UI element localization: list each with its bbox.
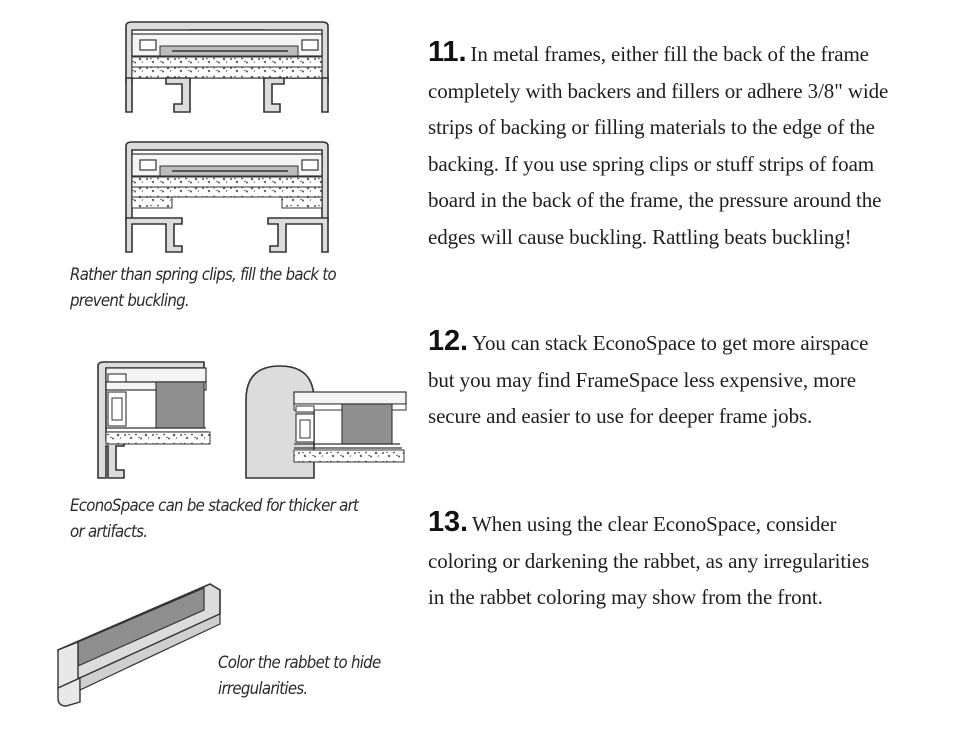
frame-diagram-filled (125, 21, 329, 113)
tip-line: board in the back of the frame, the pres… (428, 188, 882, 212)
tip-line: backing. If you use spring clips or stuf… (428, 151, 875, 176)
tip-line: coloring or darkening the rabbet, as any… (428, 548, 870, 573)
caption-line: irregularities. (218, 679, 308, 699)
tip-line: When using the clear EconoSpace, conside… (472, 512, 837, 536)
tip-line: In metal frames, either fill the back of… (470, 42, 869, 66)
caption-line: EconoSpace can be stacked for thicker ar… (70, 496, 359, 516)
caption-buckling: Rather than spring clips, fill the back … (70, 262, 337, 314)
tip-number: 13. (428, 506, 469, 538)
caption-rabbet: Color the rabbet to hide irregularities. (218, 650, 381, 702)
rabbet-diagram (57, 583, 221, 707)
caption-stacked: EconoSpace can be stacked for thicker ar… (70, 493, 359, 545)
frame-diagram-strips (125, 141, 329, 253)
tip-number: 12. (428, 325, 469, 357)
caption-line: Color the rabbet to hide (218, 653, 381, 673)
tip-11: 11.In metal frames, either fill the back… (428, 34, 888, 255)
tip-line: secure and easier to use for deeper fram… (428, 404, 813, 428)
tip-line: but you may find FrameSpace less expensi… (428, 367, 856, 392)
caption-line: prevent buckling. (70, 291, 190, 311)
tip-line: in the rabbet coloring may show from the… (428, 585, 823, 609)
tip-line: You can stack EconoSpace to get more air… (472, 331, 869, 355)
tip-13: 13.When using the clear EconoSpace, cons… (428, 504, 869, 616)
tip-line: strips of backing or filling materials t… (428, 115, 875, 139)
caption-line: or artifacts. (70, 522, 148, 542)
caption-line: Rather than spring clips, fill the back … (70, 265, 337, 285)
tip-number: 11. (428, 36, 467, 68)
tip-12: 12.You can stack EconoSpace to get more … (428, 323, 868, 435)
stacked-spacer-diagram-left (97, 361, 211, 479)
stacked-spacer-diagram-right (245, 365, 407, 479)
tip-line: completely with backers and fillers or a… (428, 78, 889, 103)
tip-line: edges will cause buckling. Rattling beat… (428, 224, 852, 249)
